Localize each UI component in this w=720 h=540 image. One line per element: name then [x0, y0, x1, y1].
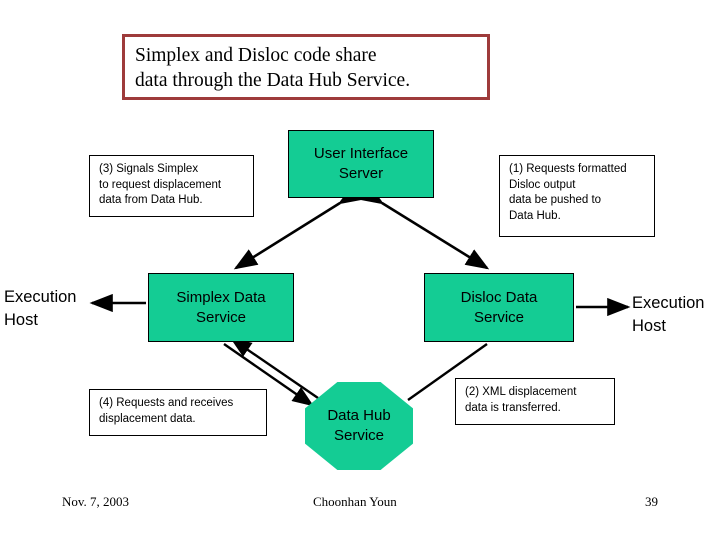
label-execution-host-left: Execution Host — [4, 286, 76, 332]
node-data-hub-service-line-2: Service — [333, 427, 385, 444]
node-data-hub-service-line-1: Data Hub — [327, 407, 391, 424]
slide-footer: Nov. 7, 2003 Choonhan Youn 39 — [0, 494, 720, 518]
callout-requests-and-receives-line-2: displacement data. — [99, 412, 196, 425]
callout-signals-simplex-line-1: (3) Signals Simplex — [99, 163, 199, 175]
callout-signals-simplex-line-2: to request displacement — [99, 178, 222, 191]
slide-title-line-1: Simplex and Disloc code share — [135, 45, 377, 66]
callout-xml-displacement-line-2: data is transferred. — [465, 401, 561, 414]
callout-requests-formatted-line-4: Data Hub. — [509, 209, 561, 222]
label-execution-host-left-line-2: Host — [4, 311, 38, 329]
node-simplex-data-service[interactable]: Simplex Data Service — [148, 273, 294, 342]
callout-requests-formatted-line-3: data be pushed to — [509, 194, 602, 206]
label-execution-host-left-line-1: Execution — [4, 288, 77, 306]
callout-requests-formatted: (1) Requests formatted Disloc output dat… — [499, 155, 655, 237]
slide-title-line-2: data through the Data Hub Service. — [135, 70, 411, 91]
slide-title-box: Simplex and Disloc code share data throu… — [122, 34, 490, 100]
node-data-hub-service[interactable]: Data Hub Service — [305, 382, 413, 470]
node-simplex-data-service-line-1: Simplex Data — [176, 288, 266, 306]
node-disloc-data-service-line-1: Disloc Data — [460, 288, 538, 306]
callout-signals-simplex-line-3: data from Data Hub. — [99, 194, 203, 206]
callout-requests-formatted-line-2: Disloc output — [509, 178, 576, 191]
footer-date: Nov. 7, 2003 — [62, 494, 130, 509]
label-execution-host-right-line-1: Execution — [632, 294, 705, 312]
node-disloc-data-service[interactable]: Disloc Data Service — [424, 273, 574, 342]
edge-hub-to-simplex — [230, 337, 319, 399]
label-execution-host-right: Execution Host — [632, 292, 704, 338]
node-simplex-data-service-line-2: Service — [195, 308, 247, 326]
callout-xml-displacement: (2) XML displacement data is transferred… — [455, 378, 615, 425]
callout-requests-formatted-line-1: (1) Requests formatted — [509, 163, 627, 175]
callout-requests-and-receives: (4) Requests and receives displacement d… — [89, 389, 267, 436]
node-user-interface-server-line-1: User Interface — [313, 145, 409, 162]
node-user-interface-server-line-2: Server — [338, 165, 384, 182]
callout-signals-simplex: (3) Signals Simplex to request displacem… — [89, 155, 254, 217]
edge-ui-to-simplex — [233, 184, 363, 270]
edge-ui-to-disloc — [359, 184, 490, 270]
callout-xml-displacement-line-1: (2) XML displacement — [465, 386, 577, 398]
node-user-interface-server[interactable]: User Interface Server — [288, 130, 434, 198]
footer-page-number: 39 — [645, 494, 658, 509]
callout-requests-and-receives-line-1: (4) Requests and receives — [99, 397, 234, 409]
node-disloc-data-service-line-2: Service — [473, 308, 525, 326]
label-execution-host-right-line-2: Host — [632, 317, 666, 335]
edge-disloc-to-hub — [407, 343, 488, 401]
footer-author: Choonhan Youn — [313, 494, 397, 509]
